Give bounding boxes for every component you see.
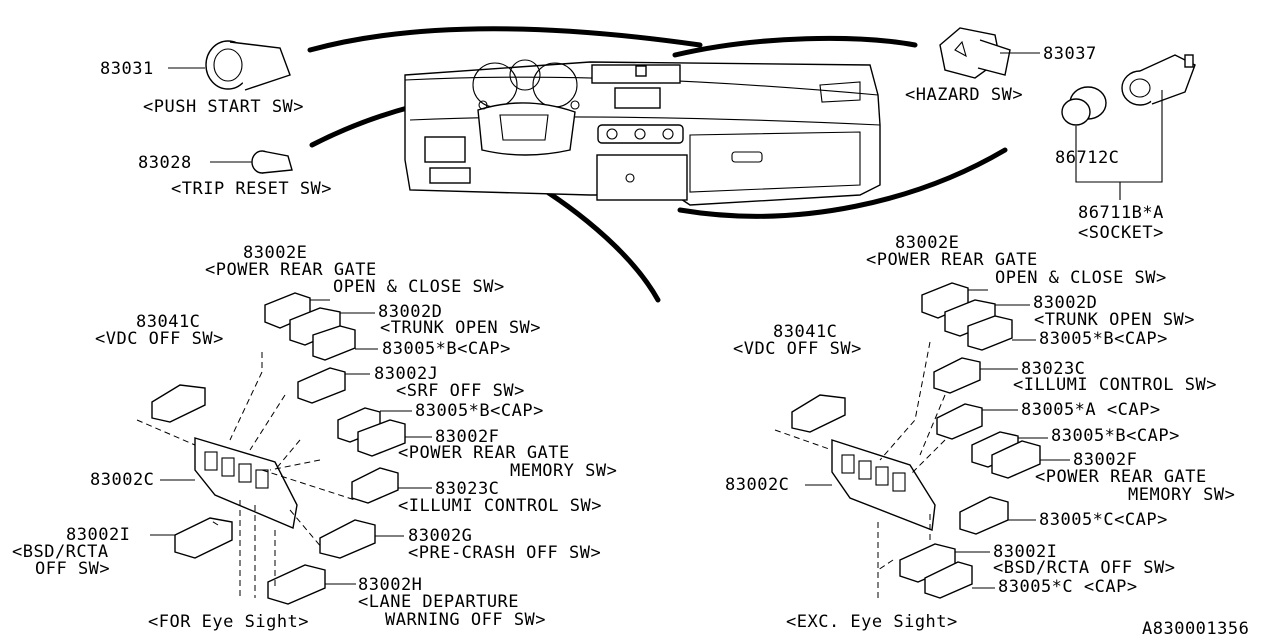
socket-name: <SOCKET> <box>1078 223 1164 243</box>
trip-reset-part-number: 83028 <box>138 153 192 173</box>
dashboard-illustration <box>404 59 881 206</box>
right-panel-part: 83002C <box>725 475 789 495</box>
right-83002f-line2: MEMORY SW> <box>1128 485 1235 505</box>
push-start-switch-drawing <box>205 40 291 91</box>
left-srf-part: 83002J <box>374 364 438 384</box>
left-illumi-part: 83023C <box>435 479 499 499</box>
left-vdc-name: <VDC OFF SW> <box>95 329 224 349</box>
right-cap-b2: 83005*B<CAP> <box>1051 426 1180 446</box>
left-lane-line2: WARNING OFF SW> <box>385 610 546 630</box>
hazard-switch-drawing <box>939 27 1011 79</box>
left-83002d-name: <TRUNK OPEN SW> <box>380 318 541 338</box>
right-cap-a: 83005*A <CAP> <box>1021 400 1161 420</box>
left-bsd-part: 83002I <box>66 525 130 545</box>
left-83002d-part: 83002D <box>378 302 442 322</box>
left-lane-part: 83002H <box>358 575 422 595</box>
hazard-name: <HAZARD SW> <box>905 85 1023 105</box>
left-cap-b2: 83005*B<CAP> <box>415 401 544 421</box>
right-switch-group <box>774 282 1041 599</box>
right-83002d-name: <TRUNK OPEN SW> <box>1034 310 1195 330</box>
left-panel-part: 83002C <box>90 470 154 490</box>
left-lane-line1: <LANE DEPARTURE <box>358 592 519 612</box>
left-illumi-name: <ILLUMI CONTROL SW> <box>398 496 602 516</box>
left-83002e-part: 83002E <box>243 243 307 263</box>
trip-reset-switch-drawing <box>251 150 293 174</box>
left-vdc-part: 83041C <box>136 312 200 332</box>
trip-reset-name: <TRIP RESET SW> <box>171 179 332 199</box>
left-cap-b1: 83005*B<CAP> <box>382 339 511 359</box>
right-83002e-line2: OPEN & CLOSE SW> <box>995 268 1167 288</box>
right-83002f-line1: <POWER REAR GATE <box>1035 467 1207 487</box>
harness-line-1 <box>307 26 703 53</box>
right-illumi-name: <ILLUMI CONTROL SW> <box>1013 375 1217 395</box>
push-start-part-number: 83031 <box>100 59 154 79</box>
right-bsd-name: <BSD/RCTA OFF SW> <box>993 558 1176 578</box>
harness-line-5 <box>677 147 1008 219</box>
socket-drawing <box>1121 54 1196 106</box>
socket-cap-part-number: 86712C <box>1055 148 1119 168</box>
left-srf-name: <SRF OFF SW> <box>396 381 525 401</box>
left-83002f-line2: MEMORY SW> <box>510 461 617 481</box>
right-83002e-line1: <POWER REAR GATE <box>866 250 1038 270</box>
left-precrash-part: 83002G <box>408 526 472 546</box>
left-83002f-part: 83002F <box>435 427 499 447</box>
right-illumi-part: 83023C <box>1021 359 1085 379</box>
left-83002f-line1: <POWER REAR GATE <box>398 443 570 463</box>
right-vdc-name: <VDC OFF SW> <box>733 339 862 359</box>
right-caption: <EXC. Eye Sight> <box>786 612 958 632</box>
hazard-part-number: 83037 <box>1043 44 1097 64</box>
left-bsd-line1: <BSD/RCTA <box>12 542 109 562</box>
right-cap-b1: 83005*B<CAP> <box>1039 329 1168 349</box>
left-caption: <FOR Eye Sight> <box>148 612 309 632</box>
right-bsd-part: 83002I <box>993 542 1057 562</box>
right-cap-c2: 83005*C <CAP> <box>998 577 1138 597</box>
socket-cap-drawing <box>1061 86 1107 126</box>
right-cap-c1: 83005*C<CAP> <box>1039 510 1168 530</box>
left-precrash-name: <PRE-CRASH OFF SW> <box>408 543 601 563</box>
push-start-name: <PUSH START SW> <box>143 97 304 117</box>
harness-line-2 <box>672 35 918 58</box>
left-switch-group <box>136 292 406 605</box>
right-83002f-part: 83002F <box>1073 450 1137 470</box>
socket-part-number: 86711B*A <box>1078 203 1164 223</box>
left-83002e-line1: <POWER REAR GATE <box>205 260 377 280</box>
left-83002e-line2: OPEN & CLOSE SW> <box>333 277 505 297</box>
diagram-id: A830001356 <box>1142 619 1249 639</box>
left-bsd-line2: OFF SW> <box>35 559 110 579</box>
right-83002d-part: 83002D <box>1033 293 1097 313</box>
right-vdc-part: 83041C <box>773 322 837 342</box>
right-83002e-part: 83002E <box>895 233 959 253</box>
